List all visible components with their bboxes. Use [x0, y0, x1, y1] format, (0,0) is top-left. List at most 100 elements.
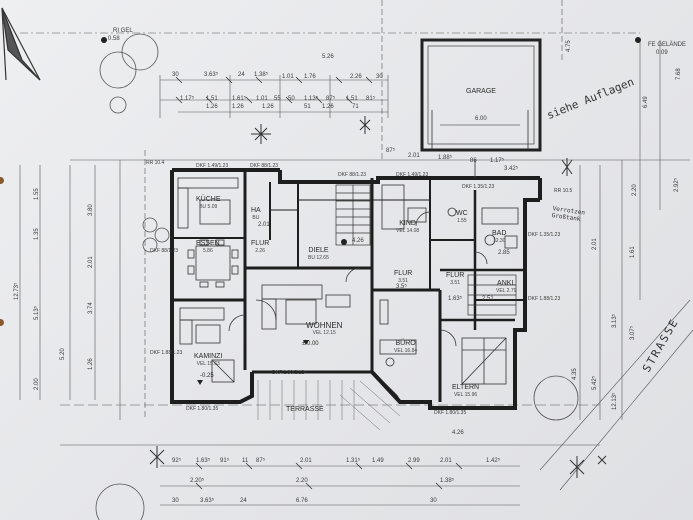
dim-top2-9: 1.51	[346, 96, 358, 102]
dim-top-3: 24	[238, 72, 245, 78]
staircase	[335, 184, 517, 316]
dim-mid-right-5: 1.17⁵	[490, 158, 505, 164]
punch-hole	[0, 177, 4, 184]
dim-top-7: 2.26	[350, 74, 362, 80]
dim-top2-8: 87⁵	[326, 96, 336, 102]
dim-right-8: 3.07⁵	[630, 325, 636, 340]
window-label-10: DKF 1.80/2.12⁵	[272, 370, 307, 376]
dim-bottom3-3: 24	[240, 498, 247, 504]
dim-inner-3: 2.51	[482, 296, 494, 302]
dim-top3-3: 1.26	[262, 104, 274, 110]
level-label-kamin: -0.25	[200, 373, 214, 379]
level-markers	[101, 37, 641, 385]
dim-bottom3-2: 3.63⁵	[200, 498, 215, 504]
dim-bottom2-1: 2.20⁵	[190, 478, 205, 484]
dim-right-1: 2.20	[632, 184, 638, 196]
dim-right-3: 2.01	[592, 238, 598, 250]
dim-bottom3-4: 6.76	[296, 498, 308, 504]
window-label-7: DKF 1.35/1.23	[528, 232, 561, 238]
dim-left-3: 2.01	[88, 256, 94, 268]
dim-top-mark-6: 7.68	[676, 68, 682, 80]
dim-top-6: 1.76	[304, 74, 316, 80]
dim-top-mark-4: 0.09	[656, 50, 668, 56]
dim-left-7: 5.20	[60, 348, 66, 360]
dim-top-mark-7: 2.92⁵	[674, 177, 680, 192]
dim-left-8: 2.00	[34, 378, 40, 390]
dim-top3-2: 1.26	[232, 104, 244, 110]
punch-hole	[0, 319, 4, 326]
dim-top2-10: 81⁵	[366, 96, 376, 102]
dim-left-total: 12.73⁵	[14, 282, 20, 300]
dim-right-5: 3.13⁵	[612, 313, 618, 328]
window-label-11: DKF 1.80/1.35	[186, 406, 219, 412]
dim-right-4: 5.42⁵	[592, 375, 598, 390]
window-label-8: DKF 1.88/1.23	[528, 296, 561, 302]
window-label-2: DKF 88/1.23	[250, 163, 279, 169]
dim-top-mark-1: RI GEL	[113, 28, 133, 34]
dim-bottom3-1: 30	[172, 498, 179, 504]
dim-bottom-6: 2.01	[300, 458, 312, 464]
dim-top2-4: 1.01	[256, 96, 268, 102]
dim-top-4: 1.38⁵	[254, 72, 269, 78]
window-label-13: RR 10.4	[146, 160, 165, 166]
dim-top3-5: 1.26	[322, 104, 334, 110]
dim-bottom-7: 1.31⁵	[346, 458, 361, 464]
trees	[95, 33, 579, 520]
dim-bottom-4: 11	[242, 458, 249, 464]
dim-top-mark-3: FE GELÄNDE	[648, 42, 687, 48]
dim-left-9: 1.26	[88, 358, 94, 370]
room-label-garage: GARAGE	[466, 88, 496, 95]
dim-inner-5: 1.63⁵	[448, 296, 463, 302]
dim-top3-6: 71	[352, 104, 359, 110]
dim-bottom-1: 92⁵	[172, 458, 182, 464]
dim-top3-4: 51	[304, 104, 311, 110]
dim-bottom2-3: 1.38⁵	[440, 478, 455, 484]
dim-top-5: 1.01	[282, 74, 294, 80]
dim-top-mark-5: 4.75	[566, 40, 572, 52]
dim-mid-right-3: 1.88⁵	[438, 155, 453, 161]
north-arrow-icon	[1, 7, 41, 81]
window-label-1: DKF 1.49/1.23	[196, 163, 229, 169]
room-label-terrasse: TERRASSE	[286, 406, 324, 413]
dim-top2-7: 1.13⁵	[304, 96, 319, 102]
dim-mid-right-2: 2.01	[408, 153, 420, 159]
dim-inner-6: 3.5⁵	[396, 284, 407, 290]
dim-garage-h: 6.49	[643, 96, 649, 108]
dim-top2-3: 1.61⁵	[232, 96, 247, 102]
dim-top2-1: 1.17⁵	[180, 96, 195, 102]
dim-top2-6: 50	[288, 96, 295, 102]
dim-bottom-8: 1.49	[372, 458, 384, 464]
dim-bottom-9: 2.99	[408, 458, 420, 464]
dim-bottom-3: 91⁵	[220, 458, 230, 464]
dim-top-2: 3.63⁵	[204, 72, 219, 78]
dim-left-6: 5.13⁵	[34, 305, 40, 320]
dim-right-6: 4.35	[572, 368, 578, 380]
window-label-3: DKF 88/1.23	[338, 172, 367, 178]
dim-bottom2-2: 2.20	[296, 478, 308, 484]
dim-inner-4: 2.85	[498, 250, 510, 256]
dim-top-1: 30	[172, 72, 179, 78]
dim-right-2: 1.61	[630, 246, 636, 258]
dim-inner-1: 4.26	[452, 430, 464, 436]
dim-top3-1: 1.26	[206, 104, 218, 110]
dim-inner-2: 2.01	[258, 222, 270, 228]
dim-top-8: 30	[376, 74, 383, 80]
star-shrubs	[149, 116, 607, 478]
window-label-14: RR 10.5	[554, 188, 573, 194]
dim-left-5: 3.74	[88, 302, 94, 314]
window-label-12: DKF 1.80/1.35	[434, 410, 467, 416]
window-label-9: DKF 1.88/1.23	[150, 350, 183, 356]
dim-bottom3-5: 30	[430, 498, 437, 504]
